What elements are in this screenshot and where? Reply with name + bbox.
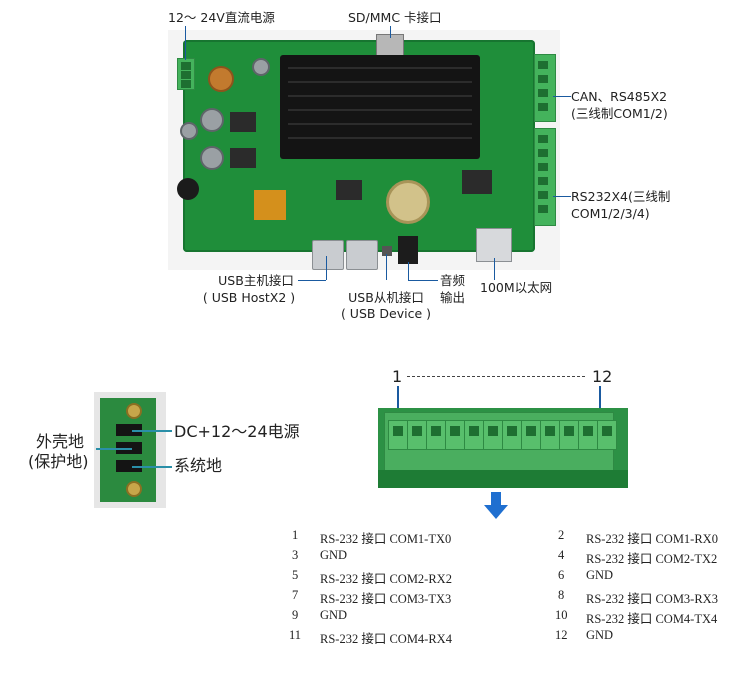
terminal-cell xyxy=(407,420,427,450)
callout-line xyxy=(132,430,172,432)
mounting-screw xyxy=(126,481,142,497)
ethernet-port xyxy=(476,228,512,262)
callout-line xyxy=(494,258,495,280)
pin-description: RS-232 接口 COM1-RX0 xyxy=(586,532,718,546)
inductor xyxy=(208,66,234,92)
pin-range-dash xyxy=(407,376,585,377)
pin-number: 5 xyxy=(292,568,299,582)
usb-host-port xyxy=(312,240,344,270)
can-rs485-terminal xyxy=(534,54,556,122)
rs232-label-line2: COM1/2/3/4) xyxy=(571,206,650,221)
callout-line xyxy=(185,26,186,60)
usb-device-port xyxy=(382,246,392,256)
pin-number: 11 xyxy=(289,628,302,642)
usb-device-label-line2: ( USB Device ) xyxy=(340,306,432,321)
pin-number: 12 xyxy=(555,628,568,642)
down-arrow-icon xyxy=(484,492,508,519)
audio-output-label-line2: 输出 xyxy=(440,290,466,305)
usb-device-label-line1: USB从机接口 xyxy=(348,290,424,305)
rs232-terminal xyxy=(534,128,556,226)
pin-description: RS-232 接口 COM2-RX2 xyxy=(320,572,452,586)
terminal-cell xyxy=(483,420,503,450)
audio-output-label-line1: 音频 xyxy=(440,273,466,288)
terminal-cell xyxy=(597,420,617,450)
shell-ground-label-line1: 外壳地 xyxy=(36,432,85,451)
pin-description: RS-232 接口 COM4-TX4 xyxy=(586,612,718,626)
pin-number: 4 xyxy=(558,548,565,562)
heatsink xyxy=(280,55,480,159)
callout-line xyxy=(397,386,399,422)
buzzer xyxy=(177,178,199,200)
system-ground-label: 系统地 xyxy=(174,456,223,475)
callout-line xyxy=(96,448,132,450)
callout-line xyxy=(390,26,391,38)
pin-description: GND xyxy=(586,568,614,582)
callout-line xyxy=(599,386,601,422)
shell-ground-label-line2: (保护地) xyxy=(28,452,89,471)
terminal-cells xyxy=(388,412,617,456)
chip xyxy=(336,180,362,200)
pin-description: RS-232 接口 COM3-TX3 xyxy=(320,592,452,606)
pin-12-label: 12 xyxy=(592,367,613,386)
terminal-cell xyxy=(559,420,579,450)
pin-number: 8 xyxy=(558,588,565,602)
regulator-chip xyxy=(230,148,256,168)
pin-number: 10 xyxy=(555,608,568,622)
capacitor xyxy=(200,108,224,132)
pin-description: GND xyxy=(320,608,348,622)
ethernet-label: 100M以太网 xyxy=(480,280,553,295)
pin-description: GND xyxy=(586,628,614,642)
pin-number: 7 xyxy=(292,588,299,602)
pin-number: 9 xyxy=(292,608,299,622)
terminal-cell xyxy=(578,420,598,450)
callout-line xyxy=(553,96,571,97)
callout-line xyxy=(298,280,326,281)
usb-host-label-line2: ( USB HostX2 ) xyxy=(202,290,296,305)
power-terminal xyxy=(177,58,195,90)
pin-description: RS-232 接口 COM4-RX4 xyxy=(320,632,452,646)
pin-1-label: 1 xyxy=(392,367,403,386)
pin-description: RS-232 接口 COM2-TX2 xyxy=(586,552,718,566)
pin-description: RS-232 接口 COM3-RX3 xyxy=(586,592,718,606)
connector-pin xyxy=(116,424,142,436)
callout-line xyxy=(386,254,387,280)
callout-line xyxy=(408,280,438,281)
orange-chip xyxy=(254,190,286,220)
terminal-cell xyxy=(388,420,408,450)
callout-line xyxy=(326,256,327,280)
can-rs485-label-line2: (三线制COM1/2) xyxy=(571,106,668,121)
pin-number: 2 xyxy=(558,528,565,542)
terminal-cell xyxy=(521,420,541,450)
terminal-cell xyxy=(540,420,560,450)
capacitor xyxy=(180,122,198,140)
audio-jack xyxy=(398,236,418,264)
pin-description: RS-232 接口 COM1-TX0 xyxy=(320,532,452,546)
pin-number: 6 xyxy=(558,568,565,582)
callout-line xyxy=(408,262,409,280)
can-rs485-label-line1: CAN、RS485X2 xyxy=(571,89,668,104)
pin-number: 3 xyxy=(292,548,299,562)
usb-host-port xyxy=(346,240,378,270)
sd-card-label: SD/MMC 卡接口 xyxy=(348,10,442,25)
terminal-cell xyxy=(464,420,484,450)
capacitor xyxy=(200,146,224,170)
power-input-label: 12～ 24V直流电源 xyxy=(168,10,275,25)
mounting-screw xyxy=(126,403,142,419)
terminal-cell xyxy=(502,420,522,450)
coin-battery xyxy=(386,180,430,224)
callout-line xyxy=(132,466,172,468)
rs232-label-line1: RS232X4(三线制 xyxy=(571,189,671,204)
terminal-cell xyxy=(426,420,446,450)
capacitor xyxy=(252,58,270,76)
pin-number: 1 xyxy=(292,528,299,542)
chip xyxy=(462,170,492,194)
dc-power-label: DC+12～24电源 xyxy=(174,422,300,441)
callout-line xyxy=(553,196,571,197)
board-edge-strip xyxy=(378,470,628,488)
terminal-cell xyxy=(445,420,465,450)
pin-description: GND xyxy=(320,548,348,562)
connector-pin xyxy=(116,460,142,472)
usb-host-label-line1: USB主机接口 xyxy=(218,273,294,288)
regulator-chip xyxy=(230,112,256,132)
